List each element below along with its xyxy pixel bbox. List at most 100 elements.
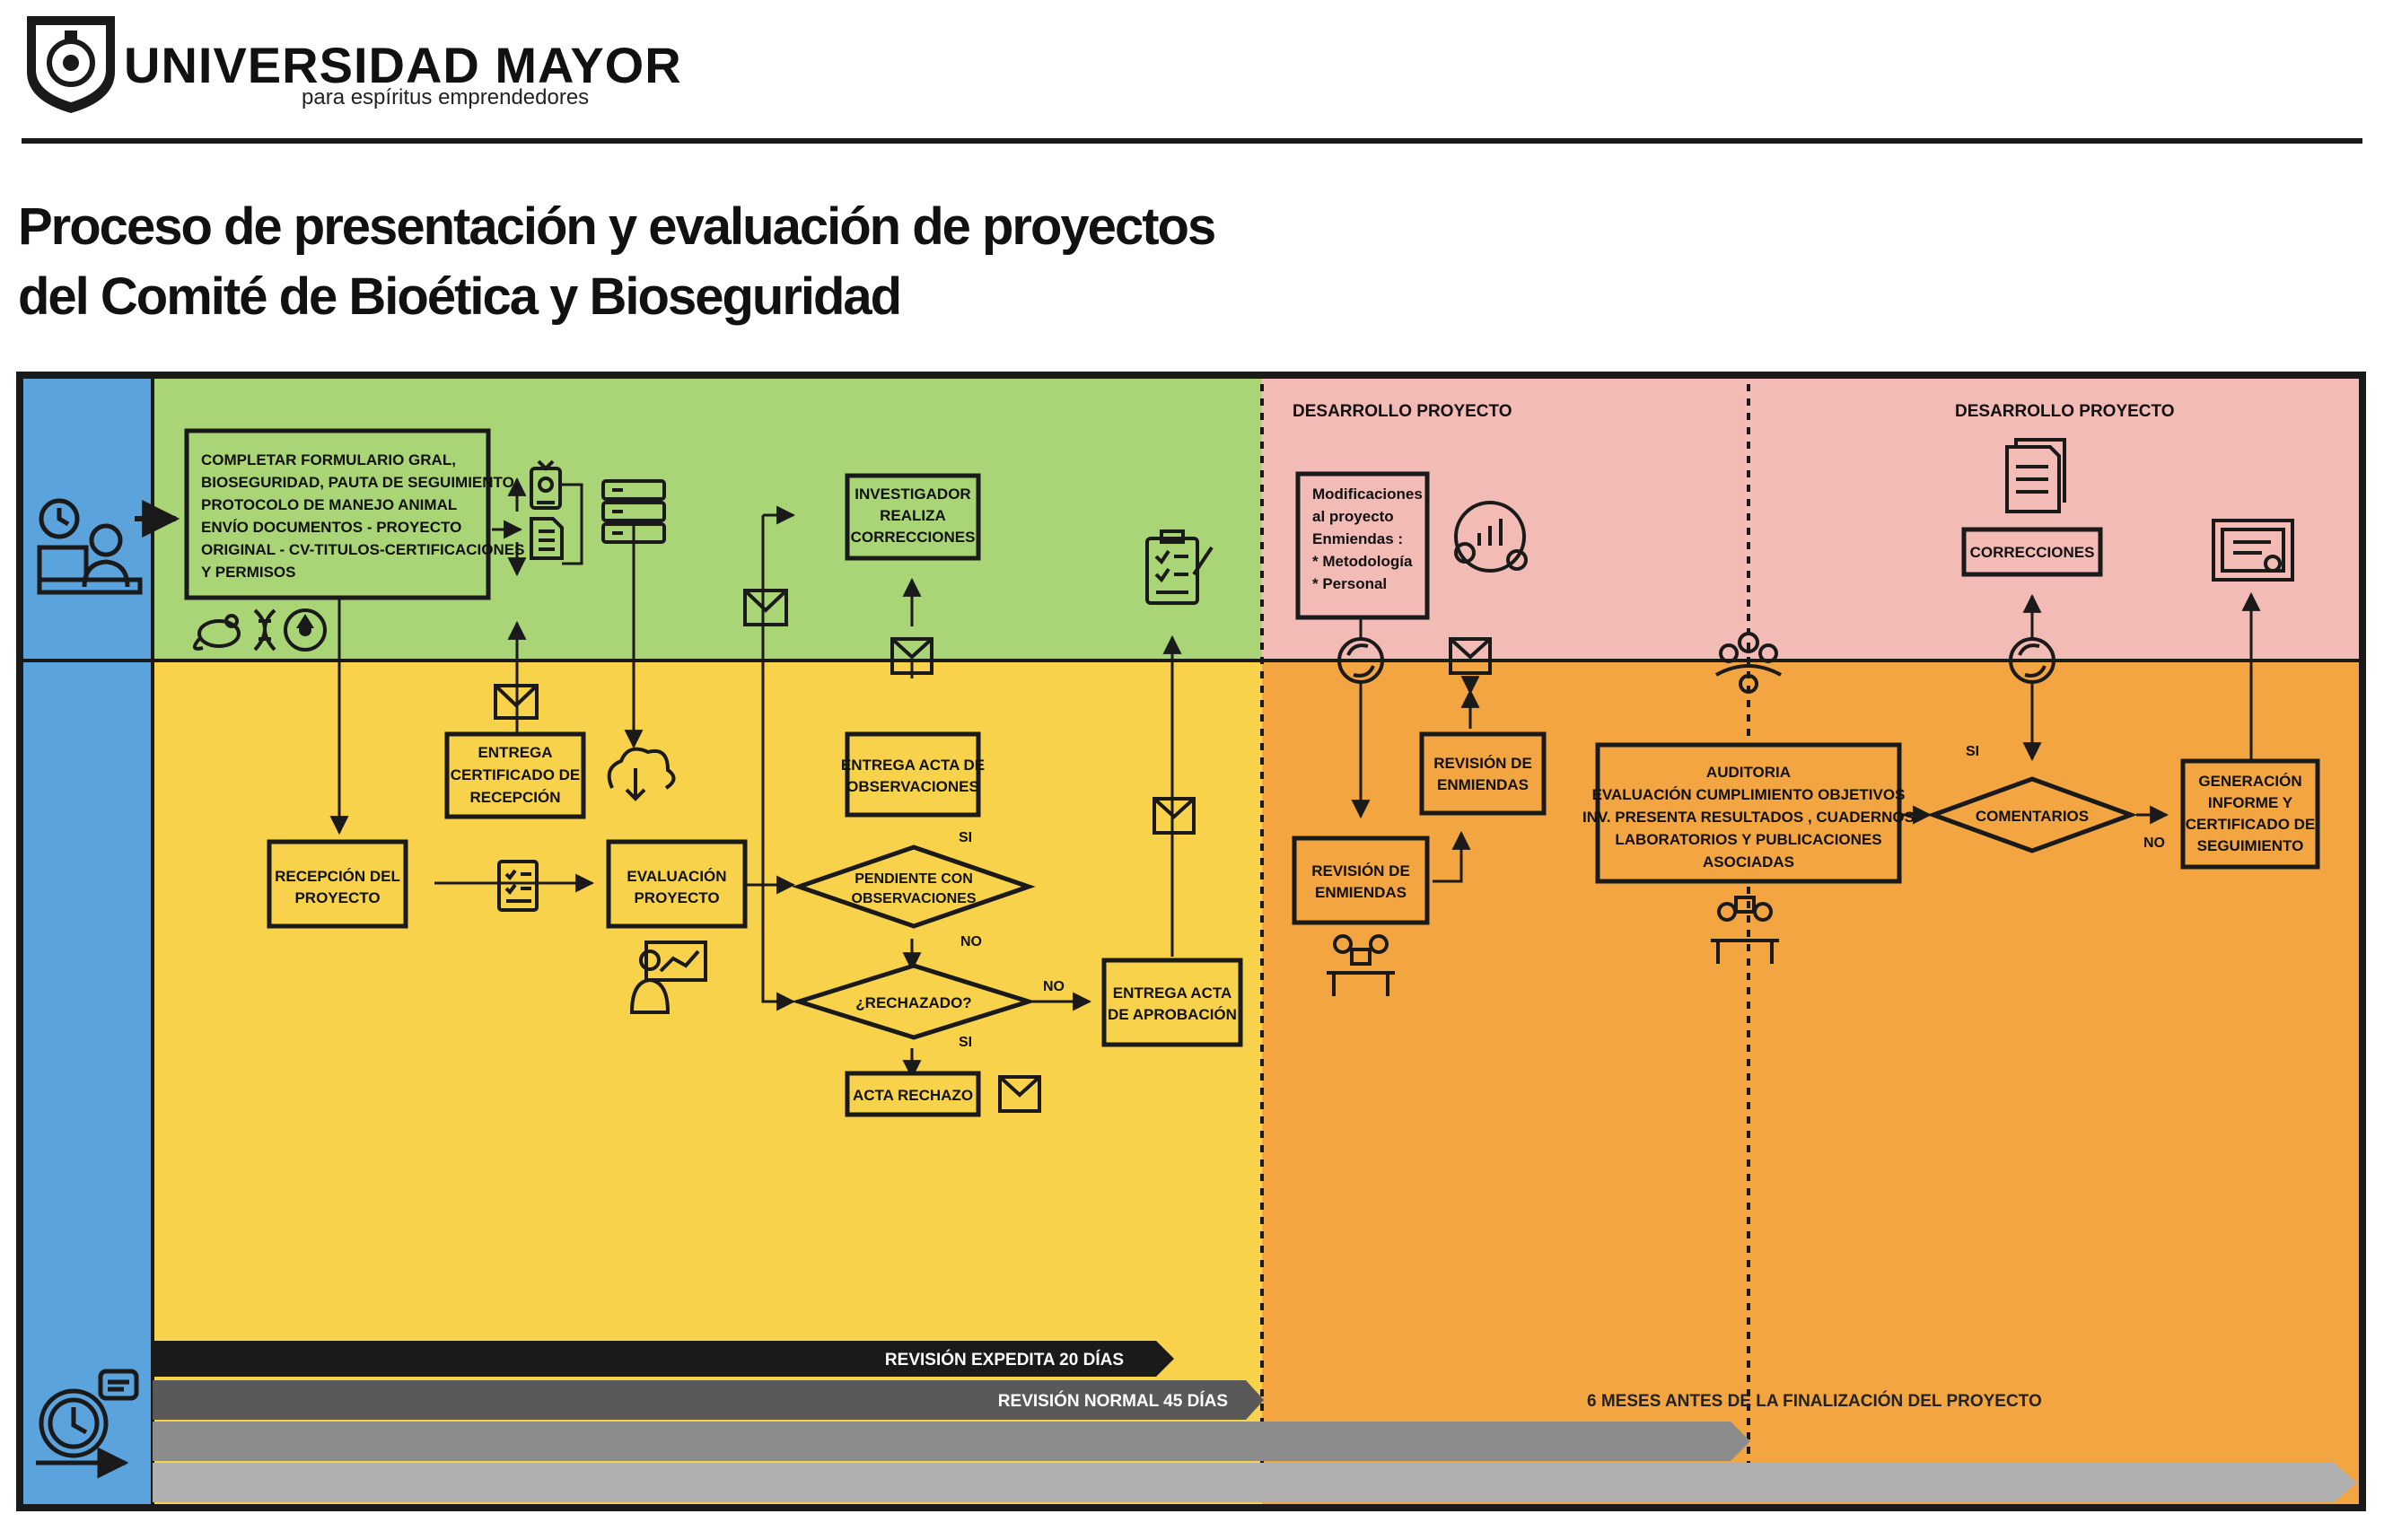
- svg-text:PENDIENTE CON: PENDIENTE CON: [855, 871, 973, 887]
- svg-text:ENMIENDAS: ENMIENDAS: [1437, 776, 1529, 793]
- svg-text:REALIZA: REALIZA: [880, 507, 946, 524]
- university-tagline: para espíritus emprendedores: [302, 85, 589, 109]
- amend-review-upper-box: REVISIÓN DE ENMIENDAS: [1419, 731, 1547, 816]
- pending-no-label: NO: [960, 934, 982, 949]
- svg-text:OBSERVACIONES: OBSERVACIONES: [846, 778, 979, 795]
- reject-act-box: ACTA RECHAZO: [845, 1071, 981, 1117]
- obs-act-box: ENTREGA ACTA DE OBSERVACIONES: [841, 731, 985, 818]
- pending-yes-label: SI: [959, 830, 972, 845]
- comments-decision: COMENTARIOS: [1926, 776, 2138, 853]
- svg-text:Enmiendas :: Enmiendas :: [1312, 530, 1403, 547]
- document-icon: [530, 517, 564, 560]
- dna-icon: [253, 608, 276, 652]
- svg-text:PROTOCOLO DE MANEJO ANIMAL: PROTOCOLO DE MANEJO ANIMAL: [201, 496, 457, 513]
- reception-cert-box: ENTREGA CERTIFICADO DE RECEPCIÓN: [444, 731, 586, 819]
- svg-text:GENERACIÓN: GENERACIÓN: [2198, 773, 2301, 790]
- svg-text:BIOSEGURIDAD, PAUTA DE SEGUIMI: BIOSEGURIDAD, PAUTA DE SEGUIMIENTO,: [201, 474, 519, 491]
- audit-box: AUDITORIA EVALUACIÓN CUMPLIMIENTO OBJETI…: [1582, 742, 1915, 884]
- clipboard-icon: [1145, 529, 1214, 605]
- timeline-six-months-bar: [153, 1422, 1750, 1461]
- development-label-1: DESARROLLO PROYECTO: [1293, 402, 1512, 421]
- svg-text:OBSERVACIONES: OBSERVACIONES: [852, 891, 977, 906]
- svg-text:ENTREGA ACTA DE: ENTREGA ACTA DE: [841, 757, 985, 774]
- svg-text:PROYECTO: PROYECTO: [294, 889, 380, 906]
- svg-text:LABORATORIOS Y PUBLICACIONES: LABORATORIOS Y PUBLICACIONES: [1615, 831, 1881, 848]
- page-title-line2: del Comité de Bioética y Bioseguridad: [18, 267, 900, 326]
- rejected-yes-label: SI: [959, 1035, 972, 1050]
- svg-text:COMPLETAR FORMULARIO GRAL,: COMPLETAR FORMULARIO GRAL,: [201, 451, 456, 468]
- timeline: REVISIÓN EXPEDITA 20 DÍAS REVISIÓN NORMA…: [153, 1341, 2357, 1502]
- reception-box: RECEPCIÓN DEL PROYECTO: [267, 839, 408, 929]
- svg-text:INV. PRESENTA RESULTADOS , CUA: INV. PRESENTA RESULTADOS , CUADERNOS: [1582, 809, 1915, 826]
- amend-review-lower-box: REVISIÓN DE ENMIENDAS: [1292, 836, 1430, 925]
- svg-text:¿RECHAZADO?: ¿RECHAZADO?: [855, 994, 971, 1011]
- report-box: GENERACIÓN INFORME Y CERTIFICADO DE SEGU…: [2180, 758, 2320, 870]
- shield-logo-icon: [27, 16, 115, 113]
- pink-zone: [1262, 375, 2362, 661]
- svg-text:* Metodología: * Metodología: [1312, 553, 1413, 570]
- header-rule: [22, 138, 2362, 144]
- timeline-normal-bar: [153, 1380, 1264, 1420]
- radiation-icon: [284, 608, 327, 652]
- svg-text:al proyecto: al proyecto: [1312, 508, 1394, 525]
- svg-text:ENTREGA: ENTREGA: [478, 744, 552, 761]
- page-title-line1: Proceso de presentación y evaluación de …: [18, 197, 1214, 256]
- svg-text:ENVÍO DOCUMENTOS - PROYECTO: ENVÍO DOCUMENTOS - PROYECTO: [201, 519, 461, 536]
- university-logo: UNIVERSIDAD MAYOR para espíritus emprend…: [27, 16, 682, 113]
- files-icon: [2005, 438, 2066, 513]
- clock-person-icon: [37, 498, 143, 595]
- id-card-icon: [530, 459, 562, 510]
- svg-text:CORRECCIONES: CORRECCIONES: [851, 529, 976, 546]
- pending-decision: PENDIENTE CON OBSERVACIONES: [792, 844, 1036, 929]
- form-box: COMPLETAR FORMULARIO GRAL, BIOSEGURIDAD,…: [184, 428, 524, 600]
- svg-text:DE APROBACIÓN: DE APROBACIÓN: [1108, 1006, 1237, 1023]
- comments-yes-label: SI: [1966, 744, 1979, 759]
- timeline-expedited-label: REVISIÓN EXPEDITA 20 DÍAS: [885, 1350, 1124, 1369]
- timeline-six-months-label: 6 MESES ANTES DE LA FINALIZACIÓN DEL PRO…: [1587, 1391, 2042, 1411]
- svg-text:ORIGINAL - CV-TITULOS-CERTIFIC: ORIGINAL - CV-TITULOS-CERTIFICACIONES: [201, 541, 524, 558]
- chart-cycle-icon: [1454, 501, 1528, 573]
- corrections-box: CORRECCIONES: [1961, 527, 2103, 577]
- svg-text:ENMIENDAS: ENMIENDAS: [1315, 884, 1407, 901]
- svg-text:REVISIÓN DE: REVISIÓN DE: [1311, 862, 1410, 879]
- meeting-icon: [1327, 896, 1779, 996]
- certificate-icon: [2212, 519, 2294, 582]
- evaluation-box: EVALUACIÓN PROYECTO: [606, 839, 748, 929]
- rejected-decision: ¿RECHAZADO?: [791, 963, 1037, 1040]
- svg-text:CORRECCIONES: CORRECCIONES: [1970, 544, 2095, 561]
- investigator-box: INVESTIGADOR REALIZA CORRECCIONES: [845, 473, 981, 561]
- svg-text:CERTIFICADO DE: CERTIFICADO DE: [2186, 816, 2316, 833]
- svg-text:RECEPCIÓN DEL: RECEPCIÓN DEL: [275, 868, 400, 885]
- cloud-download-icon: [607, 747, 676, 801]
- svg-text:COMENTARIOS: COMENTARIOS: [1976, 808, 2089, 825]
- comments-no-label: NO: [2143, 836, 2165, 851]
- svg-text:Modificaciones: Modificaciones: [1312, 486, 1423, 503]
- svg-text:ENTREGA ACTA: ENTREGA ACTA: [1113, 984, 1232, 1002]
- svg-text:* Personal: * Personal: [1312, 575, 1387, 592]
- refresh-icon: [1337, 637, 2055, 684]
- university-name: UNIVERSIDAD MAYOR: [124, 37, 682, 93]
- svg-text:EVALUACIÓN: EVALUACIÓN: [627, 868, 726, 885]
- rejected-no-label: NO: [1043, 979, 1065, 994]
- svg-text:CERTIFICADO DE: CERTIFICADO DE: [451, 766, 581, 783]
- svg-text:ASOCIADAS: ASOCIADAS: [1703, 853, 1794, 871]
- envelope-icon: [494, 589, 1492, 1113]
- timeline-full-bar: [153, 1463, 2357, 1502]
- timeline-normal-label: REVISIÓN NORMAL 45 DÍAS: [998, 1391, 1228, 1411]
- team-icon: [1715, 632, 1782, 694]
- svg-text:INFORME Y: INFORME Y: [2208, 794, 2293, 811]
- svg-text:ACTA RECHAZO: ACTA RECHAZO: [853, 1087, 973, 1104]
- actor-lane: [20, 375, 153, 1508]
- checklist-icon: [497, 860, 539, 912]
- svg-text:AUDITORIA: AUDITORIA: [1706, 764, 1791, 781]
- svg-text:REVISIÓN DE: REVISIÓN DE: [1433, 755, 1532, 772]
- development-label-2: DESARROLLO PROYECTO: [1955, 402, 2175, 421]
- svg-text:INVESTIGADOR: INVESTIGADOR: [855, 486, 970, 503]
- svg-text:EVALUACIÓN CUMPLIMIENTO OBJETI: EVALUACIÓN CUMPLIMIENTO OBJETIVOS: [1592, 786, 1906, 803]
- stopwatch-icon: [36, 1369, 139, 1479]
- server-icon: [601, 479, 666, 544]
- modifications-box: Modificaciones al proyecto Enmiendas : *…: [1295, 471, 1430, 620]
- approval-box: ENTREGA ACTA DE APROBACIÓN: [1101, 958, 1243, 1047]
- svg-text:SEGUIMIENTO: SEGUIMIENTO: [2197, 837, 2304, 854]
